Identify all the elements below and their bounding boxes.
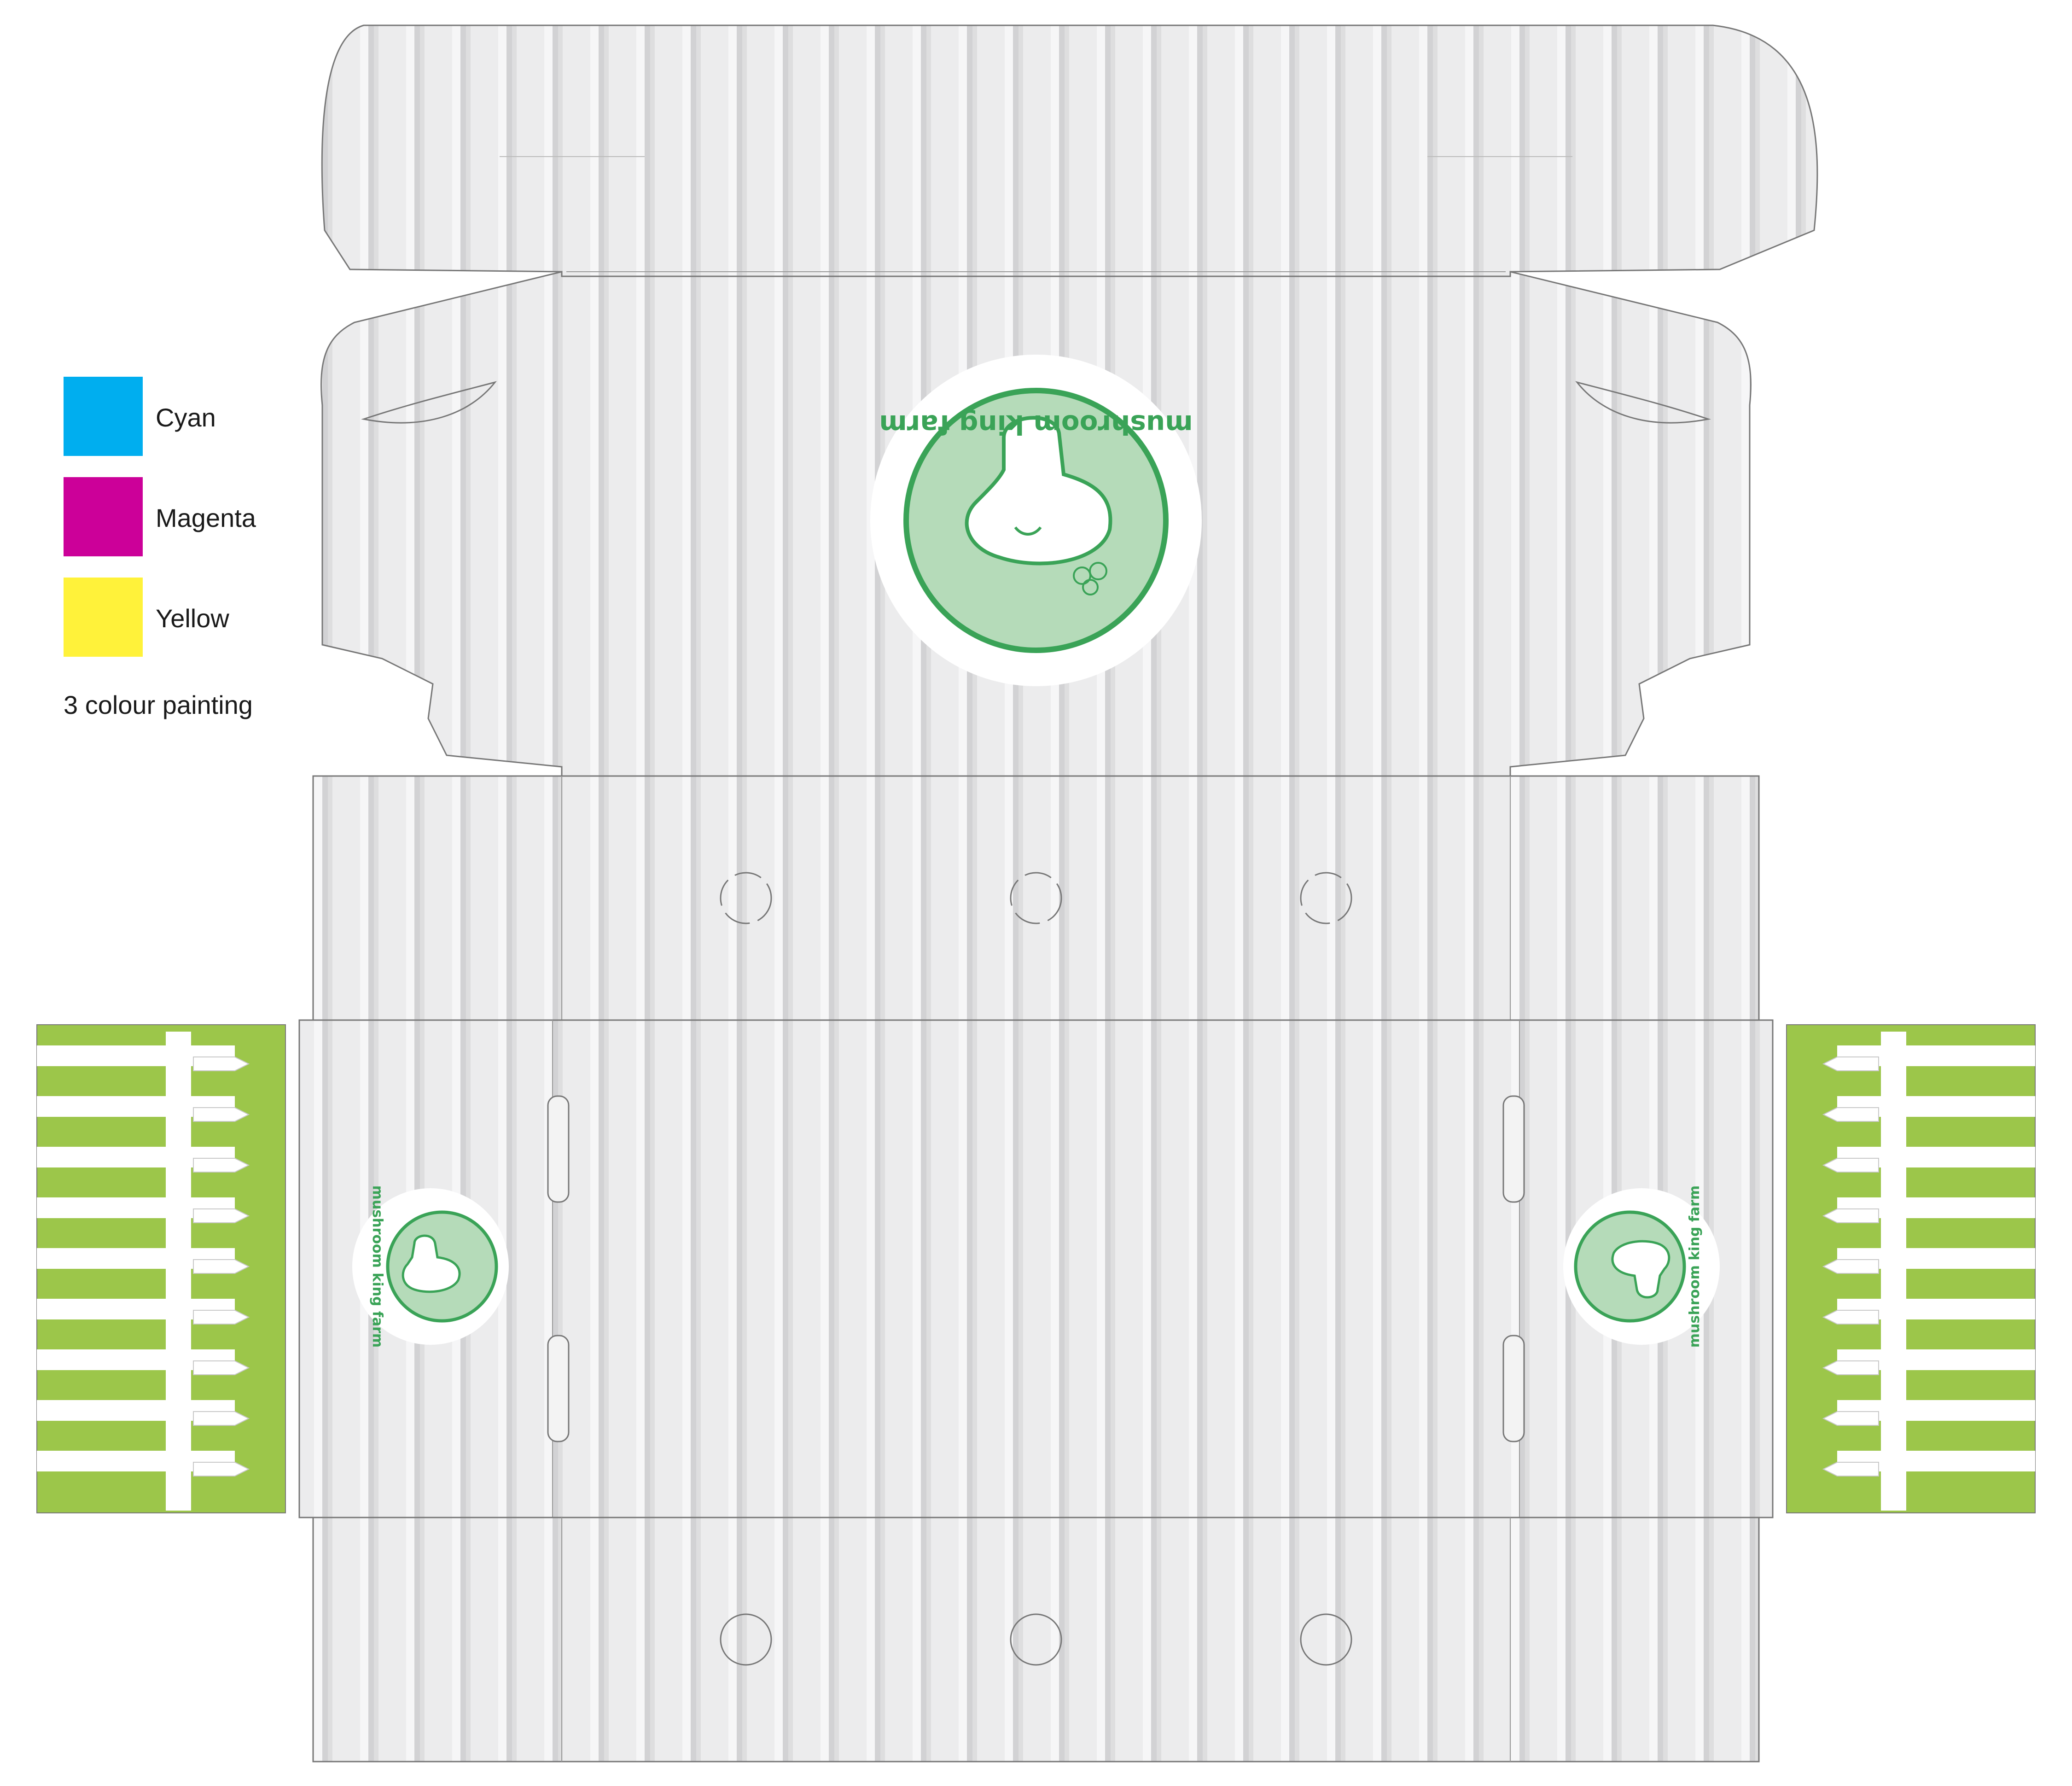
swatch-label-cyan: Cyan	[156, 403, 216, 432]
color-legend: Cyan Magenta Yellow	[64, 377, 303, 678]
legend-row-cyan: Cyan	[64, 377, 303, 456]
back-panel	[312, 775, 1760, 1021]
legend-note: 3 colour painting	[64, 690, 253, 719]
mushroom-icon	[402, 1234, 461, 1293]
crown-icon	[1073, 562, 1107, 595]
lid-logo-badge: mushroom king farm	[870, 355, 1202, 686]
right-brand-text: mushroom king farm	[1687, 1185, 1703, 1348]
swatch-magenta	[64, 477, 143, 556]
swatch-label-magenta: Magenta	[156, 503, 256, 532]
front-panel	[312, 1517, 1760, 1763]
legend-row-magenta: Magenta	[64, 477, 303, 556]
swatch-cyan	[64, 377, 143, 456]
swatch-label-yellow: Yellow	[156, 604, 229, 633]
legend-row-yellow: Yellow	[64, 578, 303, 657]
swatch-yellow	[64, 578, 143, 657]
right-side-panel	[1786, 1024, 2036, 1513]
left-logo-badge: mushroom king farm	[352, 1185, 509, 1348]
left-side-panel	[36, 1024, 286, 1513]
left-brand-text: mushroom king farm	[369, 1185, 385, 1348]
lid-brand-text: mushroom king farm	[879, 409, 1193, 440]
mushroom-icon	[965, 416, 1112, 566]
base-panel	[298, 1019, 1774, 1518]
right-logo-badge: mushroom king farm	[1563, 1185, 1720, 1348]
mushroom-icon	[1611, 1240, 1670, 1299]
lid-top-flap	[321, 24, 1818, 277]
